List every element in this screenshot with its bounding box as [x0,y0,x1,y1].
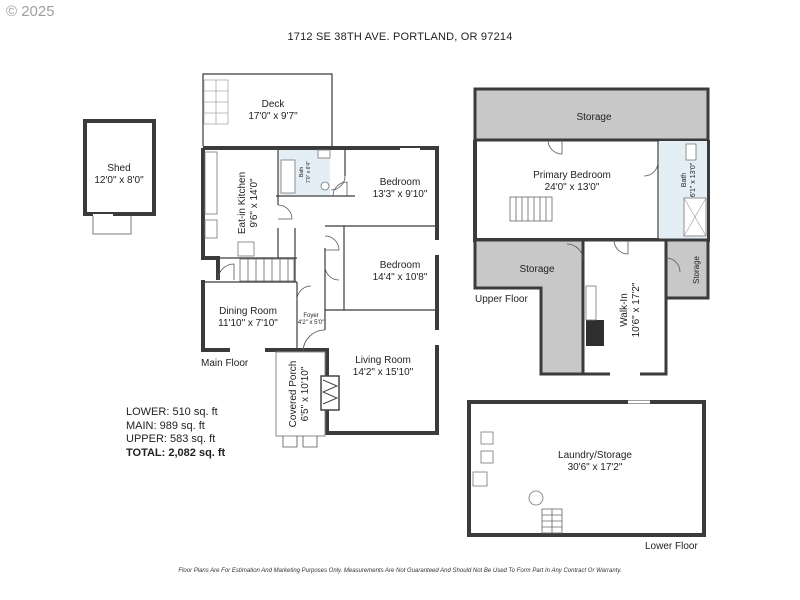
upper-floor-label: Upper Floor [475,294,528,305]
bath-main-name: Bath [299,167,305,178]
lower-floor: Laundry/Storage 30'6" x 17'2" Lower Floo… [467,400,706,552]
storage-top-name: Storage [576,112,611,123]
area-upper: UPPER: 583 sq. ft [126,433,216,446]
storage-left-name: Storage [519,264,554,275]
dining-dims: 11'10" x 7'10" [218,318,278,329]
living-dims: 14'2" x 15'10" [353,367,414,378]
bedroom1-name: Bedroom [380,177,421,188]
lower-floor-label: Lower Floor [645,541,698,552]
laundry-name: Laundry/Storage [558,450,632,461]
deck-dims: 17'0" x 9'7" [248,111,298,122]
shed: Shed 12'0" x 8'0" [83,119,156,235]
bath-upper-name: Bath [681,173,688,188]
porch-dims: 6'5" x 10'10" [300,366,311,421]
area-summary: LOWER: 510 sq. ft MAIN: 989 sq. ft UPPER… [126,406,225,460]
covered-porch: Covered Porch 6'5" x 10'10" [275,351,326,448]
upper-floor: Storage Bath 6'1" x 13'0" Primary Bedroo… [473,87,710,376]
walkin-name: Walk-In [619,293,630,327]
deck-name: Deck [262,99,286,110]
storage-right-name: Storage [692,255,701,284]
porch-name: Covered Porch [288,361,299,428]
foyer-name: Foyer [303,313,318,319]
primary-name: Primary Bedroom [533,170,611,181]
living-name: Living Room [355,355,411,366]
main-floor-label: Main Floor [201,358,249,369]
dining-name: Dining Room [219,306,277,317]
laundry-dims: 30'6" x 17'2" [568,462,623,473]
walkin-dims: 10'6" x 17'2" [631,282,642,337]
disclaimer: Floor Plans Are For Estimation And Marke… [178,568,622,574]
area-lower: LOWER: 510 sq. ft [126,406,218,418]
copyright-watermark: © 2025 [6,3,55,20]
shed-dims: 12'0" x 8'0" [94,175,144,186]
main-floor: Deck 17'0" x 9'7" Eat-in Kitch [201,73,439,448]
bath-main-dims: 7'0" x 6'4" [306,161,312,183]
bath-upper-dims: 6'1" x 13'0" [690,162,697,197]
area-main: MAIN: 989 sq. ft [126,419,205,432]
deck: Deck 17'0" x 9'7" [202,73,333,146]
area-total: TOTAL: 2,082 sq. ft [126,446,226,459]
kitchen-dims: 9'6" x 14'0" [249,178,260,228]
kitchen-name: Eat-in Kitchen [237,172,248,234]
shed-name: Shed [107,163,130,174]
bedroom1-dims: 13'3" x 9'10" [373,189,428,200]
primary-dims: 24'0" x 13'0" [545,182,600,193]
bedroom2-dims: 14'4" x 10'8" [373,272,428,283]
foyer-dims: 4'2" x 5'0" [298,320,324,326]
bedroom2-name: Bedroom [380,260,421,271]
property-address: 1712 SE 38TH AVE. PORTLAND, OR 97214 [287,31,513,43]
